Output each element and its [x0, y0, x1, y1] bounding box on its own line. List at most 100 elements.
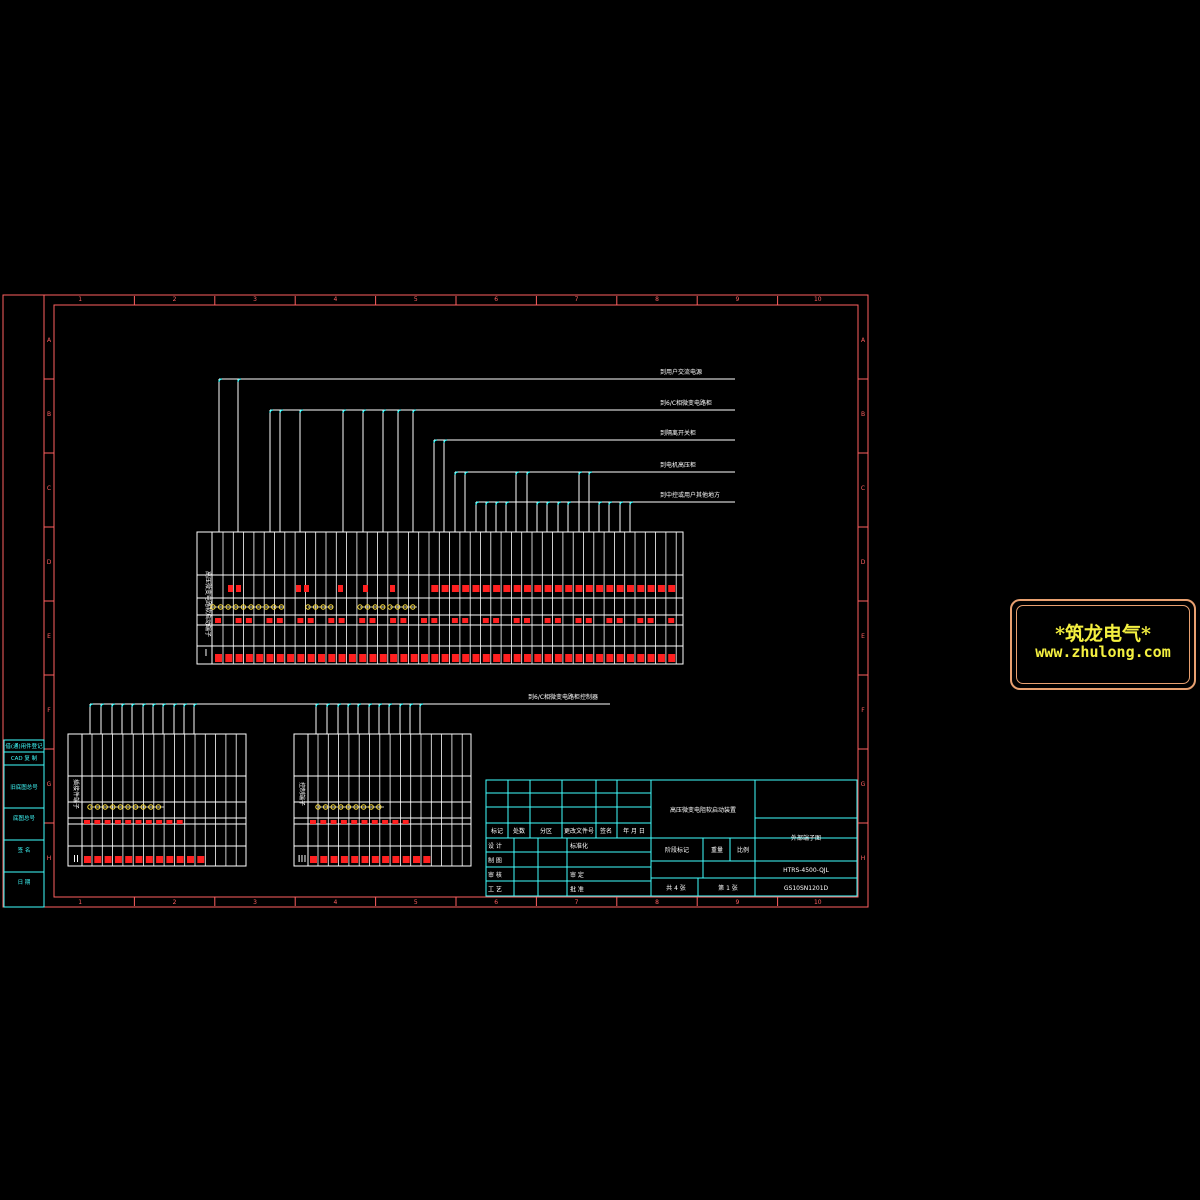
terminal-label: [627, 585, 634, 592]
terminal-number: [328, 654, 336, 662]
cable-bend: [536, 501, 541, 506]
terminal-mark: [145, 820, 152, 824]
cable-bend: [399, 703, 404, 708]
row-letter-left: B: [47, 411, 51, 418]
terminal-number: [225, 654, 233, 662]
terminal-mark: [513, 618, 520, 623]
terminal-number: [94, 856, 102, 863]
terminal-number: [135, 856, 143, 863]
col-number-bottom: 5: [414, 899, 418, 906]
link-circle: [248, 604, 254, 610]
terminal-mark: [554, 618, 561, 623]
col-number-bottom: 4: [333, 899, 337, 906]
col-number-bottom: 1: [78, 899, 82, 906]
row-letter-left: D: [47, 559, 52, 566]
terminal-number: [104, 856, 112, 863]
cable-bend: [131, 703, 136, 708]
terminal-mark: [340, 820, 347, 824]
cable-label: 到电机高压柜: [660, 461, 696, 469]
col-number-bottom: 3: [253, 899, 257, 906]
row-letter-right: B: [861, 411, 865, 418]
block3-title: 控制端子: [298, 782, 306, 806]
cable-bend: [193, 703, 198, 708]
col-number-bottom: 10: [814, 899, 822, 906]
terminal-number: [627, 654, 634, 662]
cable-bend: [173, 703, 178, 708]
cable-bend: [162, 703, 167, 708]
cable-bend: [100, 703, 105, 708]
cable-label: 到用户交流电源: [660, 368, 702, 376]
link-circle: [255, 604, 262, 610]
col-number-top: 4: [333, 296, 337, 303]
terminal-number: [462, 654, 470, 662]
terminal-label: [482, 585, 490, 592]
terminal-number: [348, 654, 356, 662]
cable-bend: [419, 703, 424, 708]
terminal-mark: [369, 618, 376, 623]
terminal-number: [197, 856, 205, 863]
strip-label: 底图总号: [13, 814, 36, 822]
tb-code: GS10SN1201D: [784, 885, 829, 892]
terminal-label: [462, 585, 470, 592]
col-number-bottom: 6: [494, 899, 498, 906]
terminal-number: [245, 654, 253, 662]
terminal-label: [493, 585, 501, 592]
terminal-label: [647, 585, 655, 592]
terminal-mark: [493, 618, 500, 623]
tb-row-label: 工 艺: [488, 886, 502, 894]
link-circle: [338, 804, 344, 810]
terminal-number: [145, 856, 153, 863]
link-circle: [380, 604, 386, 610]
cable-bend: [342, 409, 347, 414]
cable-bend: [347, 703, 352, 708]
tb-row-label-mid: 批 准: [570, 886, 584, 894]
strip-label: 借(通)用件登记: [5, 742, 43, 750]
terminal-number: [524, 654, 531, 662]
terminal-number: [307, 654, 315, 662]
terminal-mark: [616, 618, 623, 623]
terminal-number: [256, 654, 264, 662]
cable-bend: [515, 471, 520, 476]
terminal-label: [565, 585, 573, 592]
tb-drawing-name: 外部端子图: [791, 834, 821, 842]
terminal-number: [392, 856, 400, 863]
tb-product: 高压微变电阻软启动装置: [670, 806, 736, 814]
cable-bend: [567, 501, 572, 506]
terminal-mark: [245, 618, 252, 623]
terminal-label: [296, 585, 301, 592]
col-number-top: 7: [575, 296, 579, 303]
block2-border: [67, 733, 247, 867]
link-circle: [320, 604, 326, 610]
tb-row-label-mid: 标准化: [570, 842, 588, 850]
cable-bend: [588, 471, 593, 476]
terminal-number: [369, 654, 377, 662]
link-circle: [240, 604, 247, 610]
terminal-mark: [544, 618, 551, 623]
link-circle: [372, 604, 378, 610]
link-circle: [110, 804, 116, 810]
cable-bend: [464, 471, 469, 476]
tb-model: HTRS-4500-QJL: [783, 867, 829, 874]
link-circle: [345, 804, 352, 810]
cable-bend: [152, 703, 157, 708]
terminal-mark: [156, 820, 163, 824]
strip-label: 旧底图总号: [10, 783, 38, 791]
row-letter-right: C: [861, 485, 865, 492]
terminal-number: [575, 654, 583, 662]
link-circle: [148, 804, 154, 810]
cable-bend: [608, 501, 613, 506]
cable-bend: [433, 439, 438, 444]
cable-bend: [89, 703, 94, 708]
terminal-mark: [351, 820, 358, 824]
terminal-number: [166, 856, 174, 863]
terminal-mark: [276, 618, 283, 623]
terminal-mark: [104, 820, 111, 824]
terminal-number: [297, 654, 305, 662]
terminal-number: [451, 654, 459, 662]
link-circle: [125, 804, 131, 810]
link-circle: [278, 604, 285, 610]
terminal-mark: [359, 618, 366, 623]
